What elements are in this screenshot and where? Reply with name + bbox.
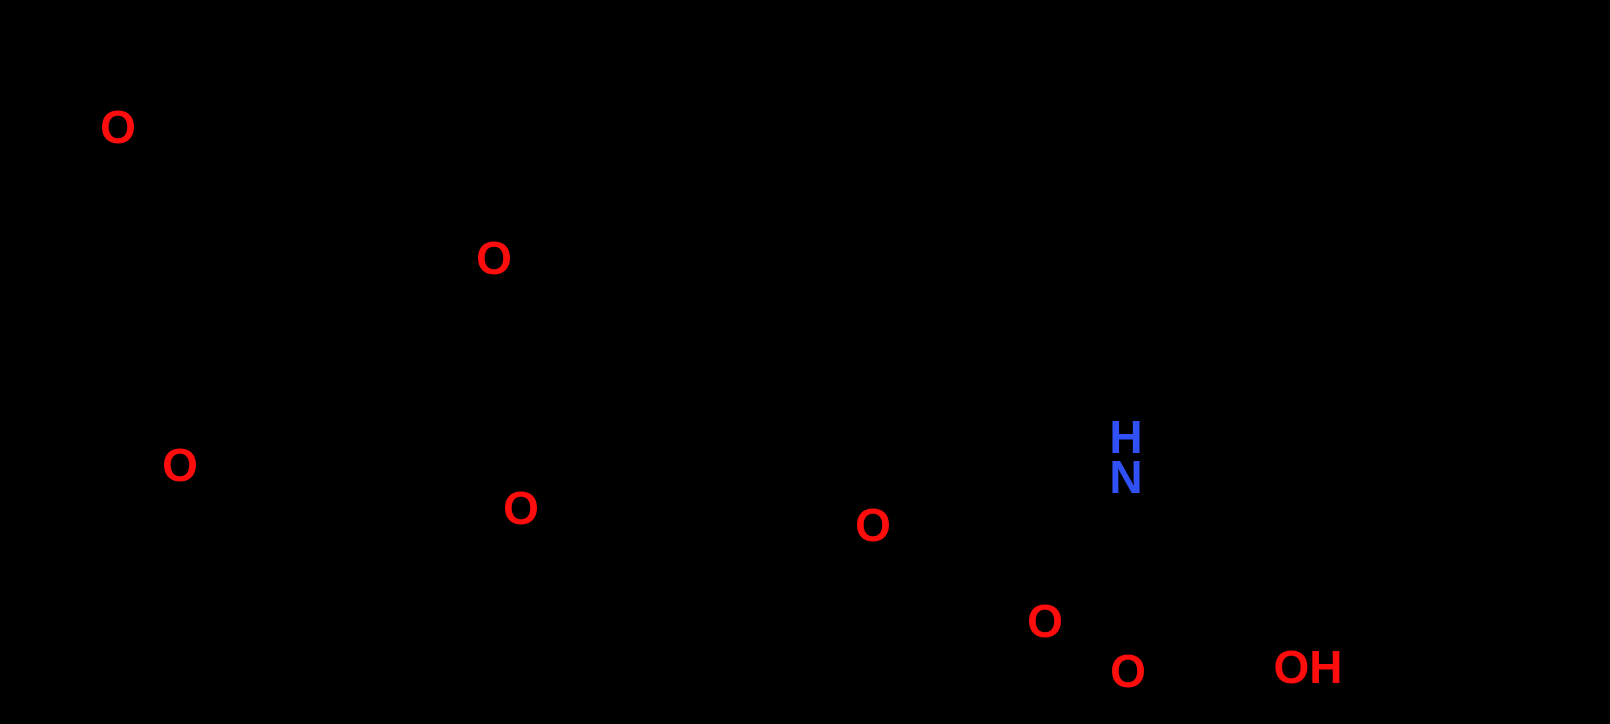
bond-31	[1087, 187, 1133, 303]
bond-21	[902, 482, 978, 523]
bond-13	[207, 447, 288, 473]
bond-33	[1197, 57, 1313, 93]
bond-26-double-2	[1130, 569, 1160, 633]
bond-32	[1127, 87, 1203, 193]
bond-25	[1123, 507, 1168, 568]
bond-19	[697, 542, 793, 603]
atom-label-oxygen-1: O	[100, 101, 136, 153]
bond-8	[193, 297, 288, 353]
bond-2	[115, 157, 199, 208]
bond-30	[1017, 297, 1093, 403]
bond-24	[1037, 487, 1103, 533]
bond-11	[491, 387, 583, 443]
bond-5-double-1	[295, 153, 370, 198]
bond-34	[1307, 57, 1423, 113]
bond-37	[1327, 517, 1433, 543]
bond-28	[1252, 597, 1303, 643]
atom-label-oxygen-2: O	[476, 232, 512, 284]
bond-27	[1162, 562, 1258, 603]
bond-16	[357, 497, 493, 513]
bond-7-double-2	[290, 298, 365, 343]
bond-23-double-1	[1042, 534, 1053, 590]
bond-20	[787, 527, 848, 548]
bond-35	[1417, 107, 1473, 218]
bond-29	[972, 397, 1023, 488]
atom-label-amide-hydrogen: H	[1109, 411, 1143, 463]
bond-17	[518, 539, 583, 603]
bond-9	[372, 202, 465, 243]
atom-label-oxygen-4: O	[503, 482, 539, 534]
bond-23-double-2	[1032, 535, 1043, 591]
atom-label-oxygen-7: O	[1110, 645, 1146, 697]
bond-15	[282, 447, 363, 503]
bond-5-double-2	[290, 162, 365, 207]
bond-group	[115, 57, 1473, 643]
bond-7-double-1	[295, 307, 370, 352]
bond-26-double-1	[1140, 572, 1170, 636]
atom-label-amide-nitrogen: N	[1109, 451, 1143, 503]
bond-36	[1252, 517, 1333, 603]
atom-label-oxygen-6: O	[1027, 595, 1063, 647]
atom-label-oxygen-5: O	[855, 499, 891, 551]
bond-4	[193, 152, 288, 208]
bond-22	[972, 482, 1043, 533]
atom-label-oxygen-3: O	[162, 439, 198, 491]
atom-label-hydroxyl: OH	[1273, 641, 1343, 693]
